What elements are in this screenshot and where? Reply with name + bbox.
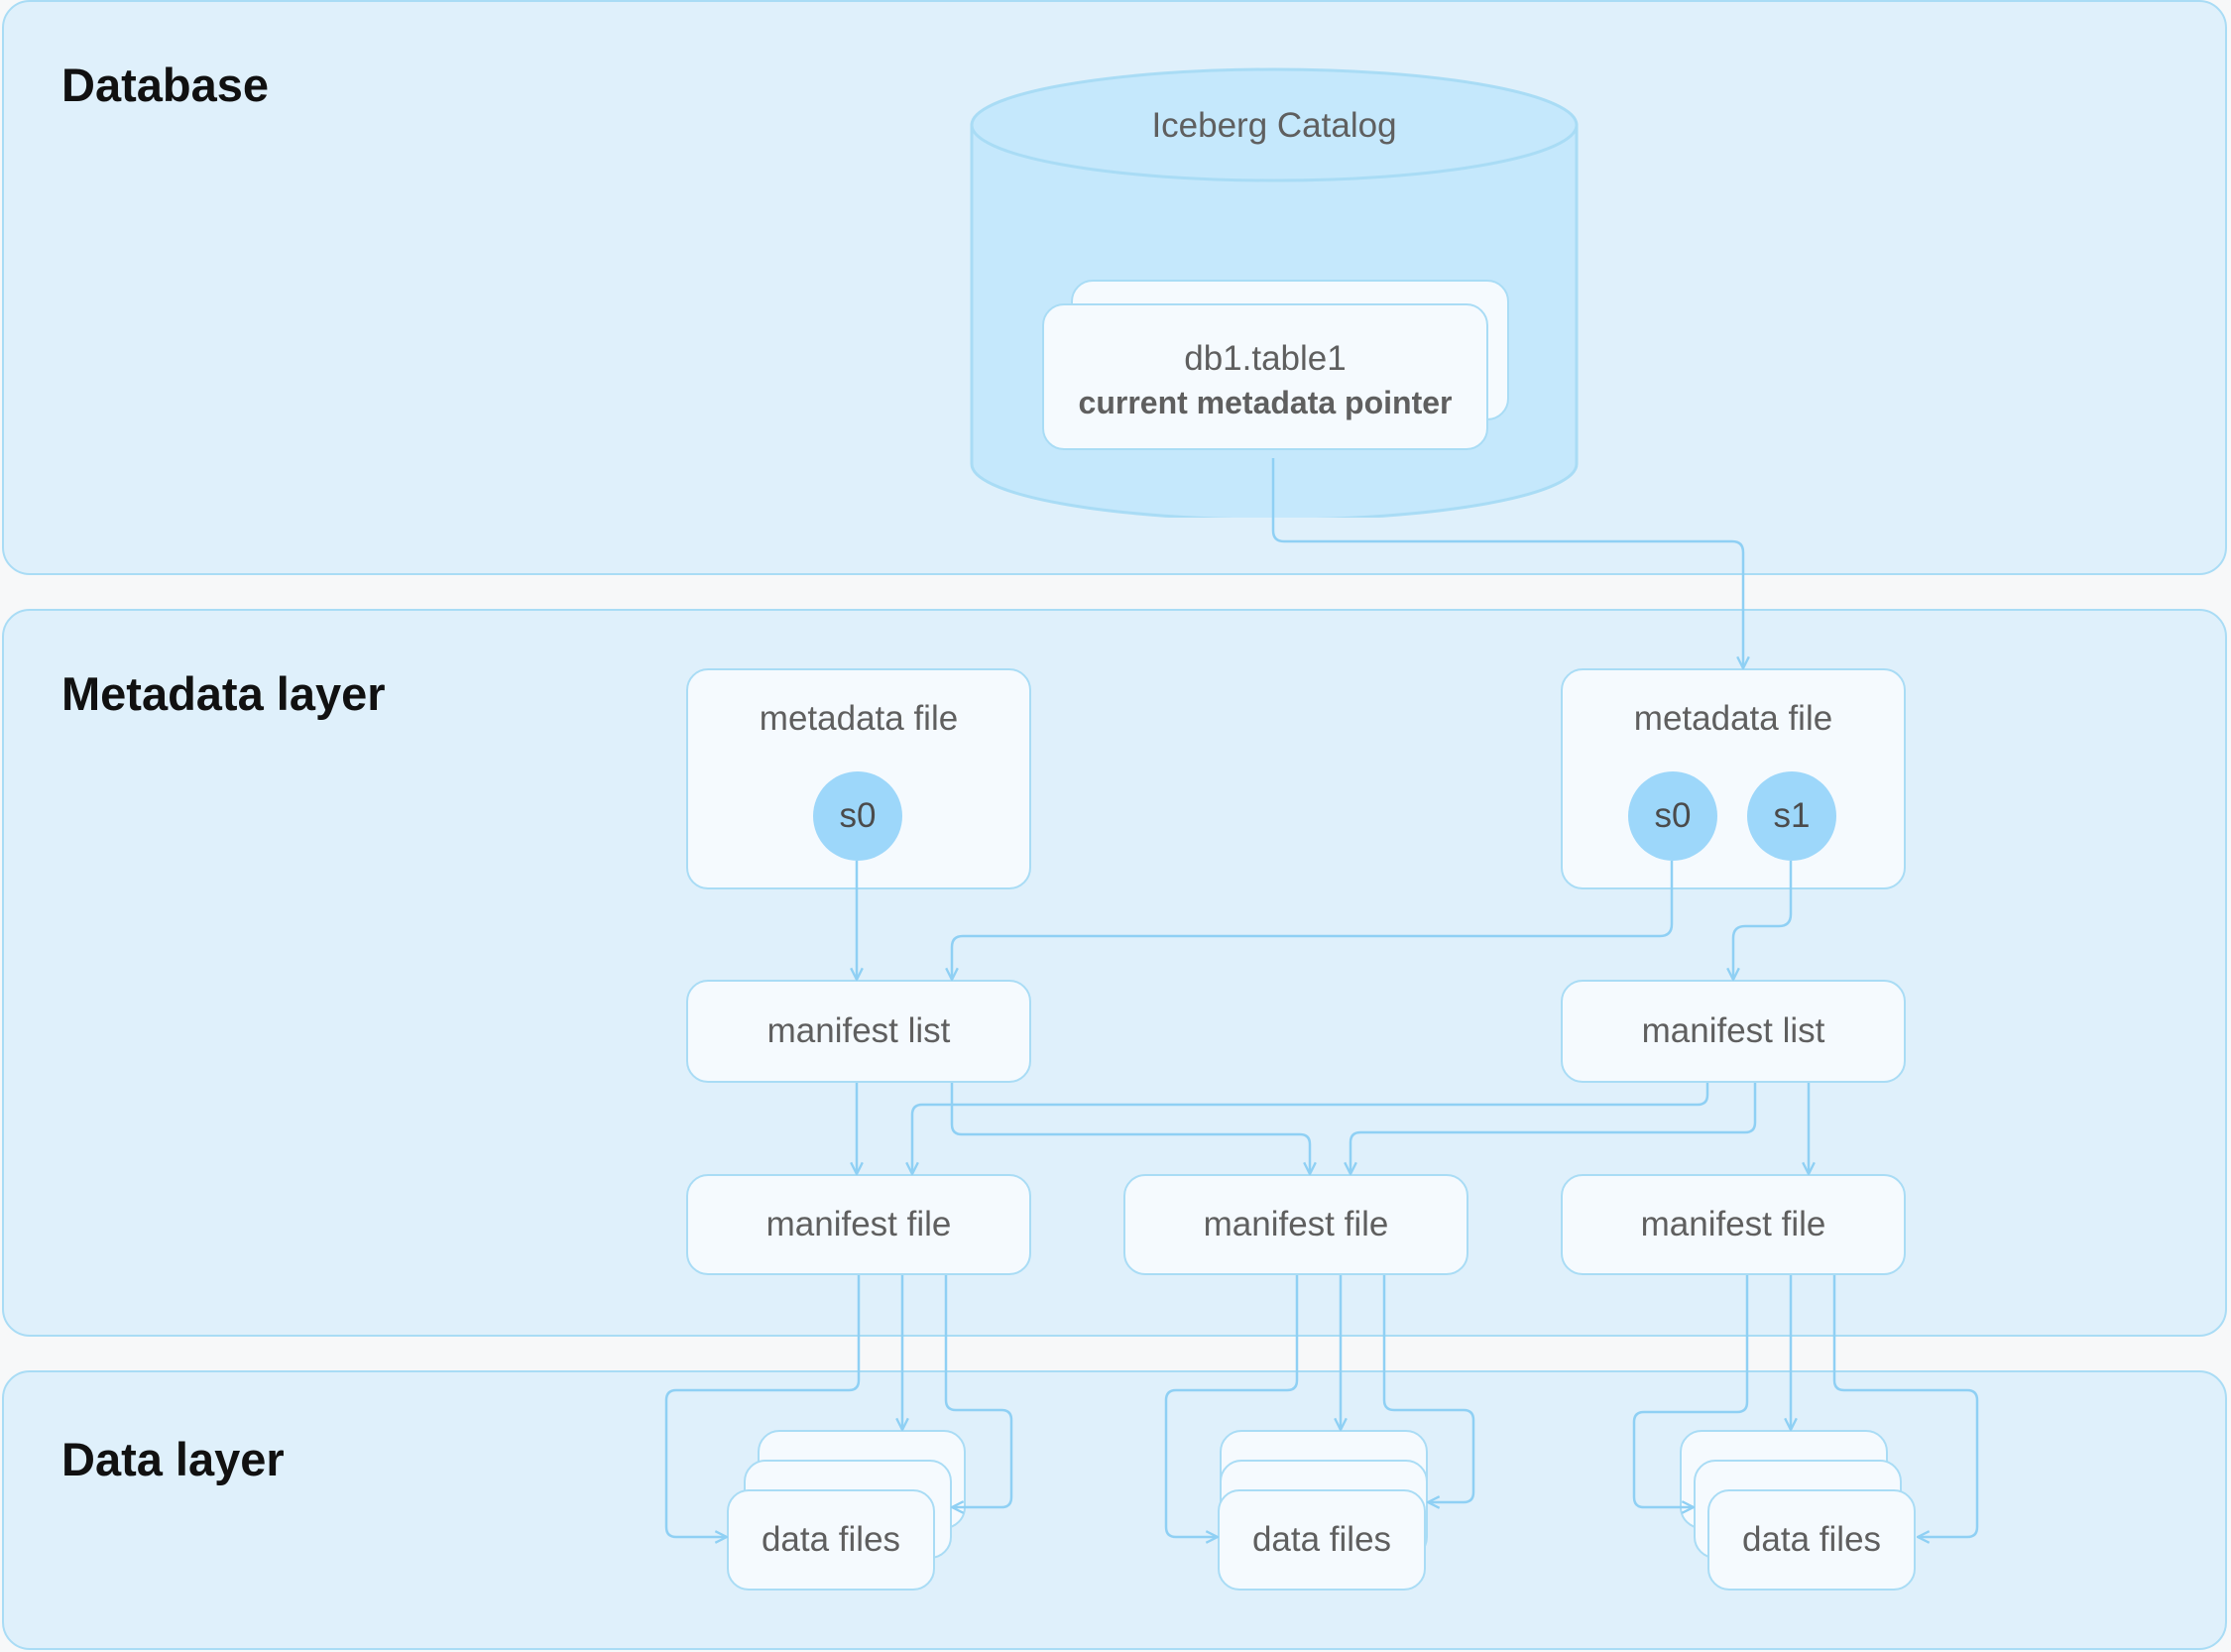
- manifest-file-3: manifest file: [1561, 1174, 1906, 1275]
- catalog-pointer-label: current metadata pointer: [1078, 385, 1453, 420]
- data-files-label: data files: [1251, 1520, 1392, 1559]
- snapshot-s1-badge: s1: [1747, 771, 1836, 861]
- snapshot-s0-badge: s0: [813, 771, 902, 861]
- metadata-file-label: metadata file: [759, 699, 959, 738]
- metadata-file-label: metadata file: [1633, 699, 1833, 738]
- manifest-list-label: manifest list: [766, 1011, 951, 1050]
- manifest-file-2: manifest file: [1123, 1174, 1468, 1275]
- metadata-layer-title: Metadata layer: [61, 667, 386, 720]
- manifest-file-label: manifest file: [765, 1205, 952, 1243]
- data-layer-title: Data layer: [61, 1433, 285, 1485]
- manifest-list-1: manifest list: [686, 980, 1031, 1083]
- manifest-file-1: manifest file: [686, 1174, 1031, 1275]
- catalog-table-card: db1.table1 current metadata pointer: [1042, 303, 1488, 450]
- data-files-stack-1: data files: [727, 1489, 935, 1591]
- manifest-list-label: manifest list: [1641, 1011, 1825, 1050]
- catalog-table-name: db1.table1: [1184, 339, 1347, 378]
- manifest-file-label: manifest file: [1640, 1205, 1826, 1243]
- data-files-stack-3: data files: [1707, 1489, 1916, 1591]
- data-files-label: data files: [1741, 1520, 1882, 1559]
- database-layer-title: Database: [61, 59, 269, 111]
- manifest-file-label: manifest file: [1203, 1205, 1389, 1243]
- manifest-list-2: manifest list: [1561, 980, 1906, 1083]
- data-files-label: data files: [761, 1520, 901, 1559]
- catalog-title: Iceberg Catalog: [1151, 106, 1396, 145]
- metadata-file-2: metadata file: [1561, 668, 1906, 889]
- snapshot-s0-badge: s0: [1628, 771, 1717, 861]
- data-files-stack-2: data files: [1218, 1489, 1426, 1591]
